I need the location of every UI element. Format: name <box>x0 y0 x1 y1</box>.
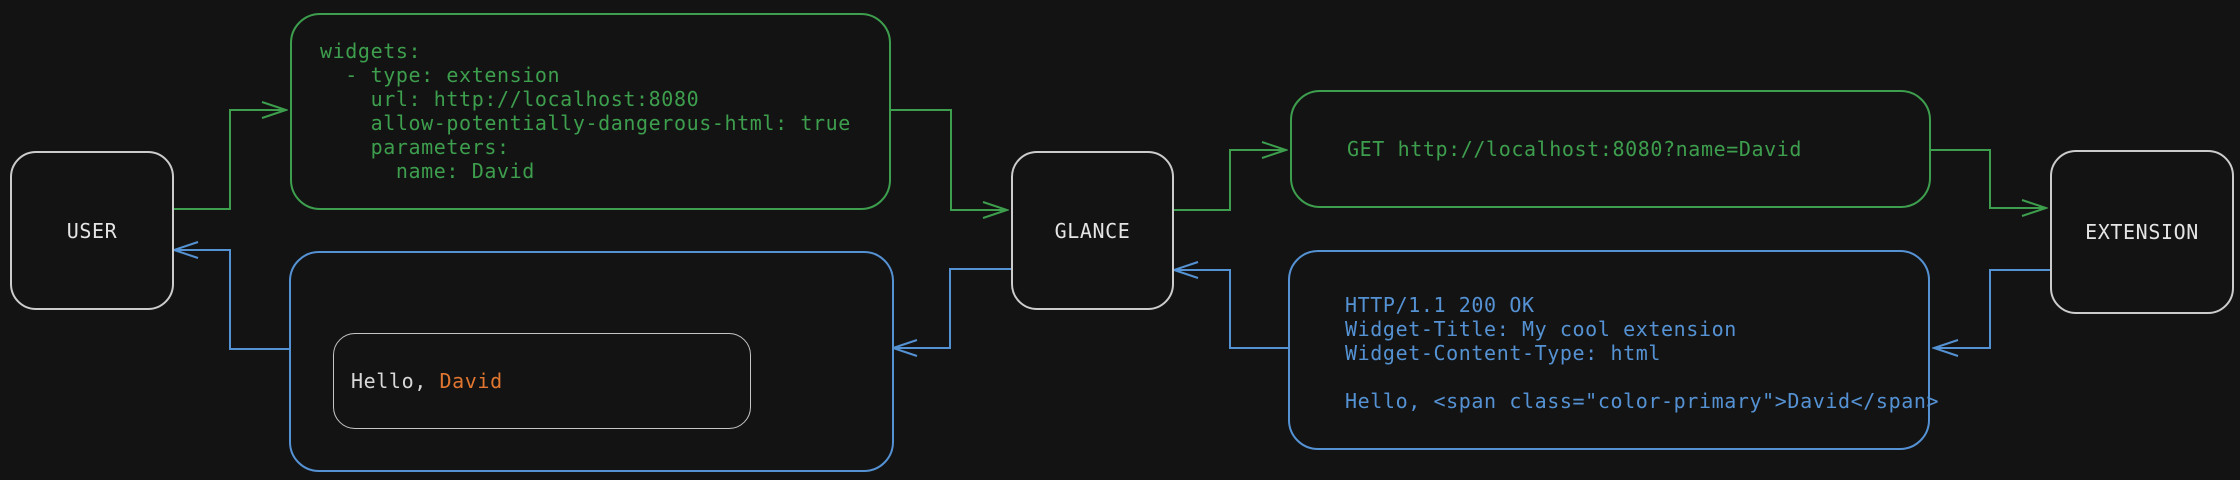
greeting-name: David <box>439 369 503 393</box>
yaml-line: name: David <box>320 159 535 183</box>
arrow-glance-to-request <box>1170 150 1286 211</box>
glance-node-label: GLANCE <box>1054 218 1131 243</box>
yaml-line: allow-potentially-dangerous-html: true <box>320 111 851 135</box>
extension-node-label: EXTENSION <box>2085 220 2199 244</box>
http-request-box: GET http://localhost:8080?name=David <box>1290 90 1931 208</box>
arrow-widget-to-user <box>174 250 289 350</box>
glance-node: GLANCE <box>1011 151 1174 310</box>
extension-node: EXTENSION <box>2050 150 2234 314</box>
response-line: Widget-Title: My cool extension <box>1345 317 1737 341</box>
greeting-prefix: Hello, <box>351 369 440 393</box>
response-line <box>1345 365 1928 389</box>
user-node-label: USER <box>66 218 118 243</box>
yaml-config-box: widgets: - type: extension url: http://l… <box>290 13 891 210</box>
response-line: Hello, <span class="color-primary">David… <box>1345 389 1940 413</box>
response-line: Widget-Content-Type: html <box>1345 341 1662 365</box>
arrow-request-to-extension <box>1931 149 2046 208</box>
arrow-config-to-glance <box>891 109 1007 210</box>
yaml-line: url: http://localhost:8080 <box>320 87 700 111</box>
widget-render-box: MY COOL EXTENSION Hello, David <box>289 251 894 472</box>
arrow-glance-to-widget <box>893 268 1011 348</box>
response-line: HTTP/1.1 200 OK <box>1345 293 1535 317</box>
request-line: GET http://localhost:8080?name=David <box>1347 137 1803 161</box>
arrow-user-to-config <box>170 110 286 210</box>
yaml-line: widgets: <box>320 39 422 63</box>
arrow-response-to-glance <box>1174 270 1288 349</box>
yaml-line: - type: extension <box>320 63 561 87</box>
user-node: USER <box>10 151 174 310</box>
http-response-box: HTTP/1.1 200 OK Widget-Title: My cool ex… <box>1288 250 1940 450</box>
yaml-line: parameters: <box>320 135 510 159</box>
arrow-extension-to-response <box>1934 269 2050 348</box>
widget-greeting-box: Hello, David <box>333 333 751 429</box>
